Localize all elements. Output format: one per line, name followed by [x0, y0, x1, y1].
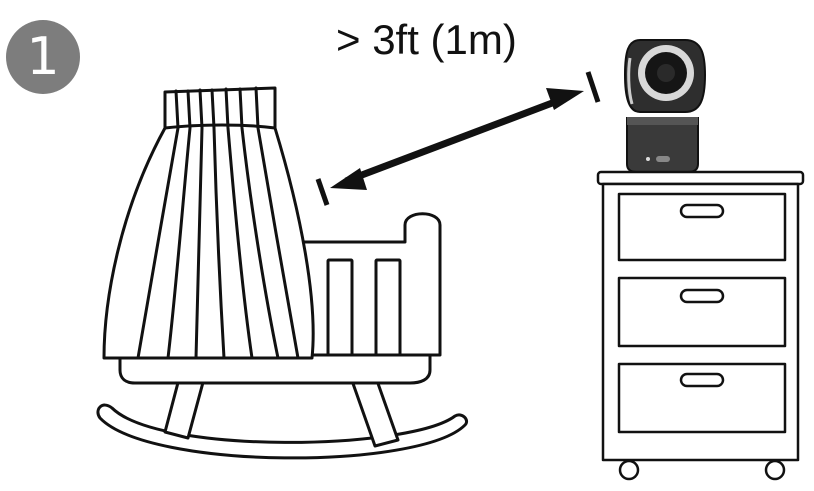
nightstand-wheel-left	[618, 459, 640, 481]
distance-arrow-head-right	[546, 88, 584, 110]
cradle-body	[118, 353, 432, 385]
step-number-badge: 1	[6, 20, 80, 94]
drawer-handle-2	[679, 288, 725, 304]
camera-base	[626, 117, 699, 173]
camera-lens-center	[657, 64, 675, 82]
cradle-rocker	[96, 403, 469, 460]
cradle-canopy	[102, 86, 315, 360]
distance-tick-right	[585, 71, 601, 103]
camera-base-top	[627, 117, 698, 125]
nightstand-wheel-right	[764, 459, 786, 481]
camera-head-highlight	[627, 57, 634, 105]
nightstand-drawer-2	[617, 276, 787, 348]
cradle-bar	[374, 258, 402, 357]
cradle-illustration	[96, 86, 469, 460]
distance-arrow-shaft	[344, 93, 570, 185]
cradle-headboard	[298, 212, 442, 357]
camera-port	[656, 156, 670, 162]
cradle-canopy-pleats	[136, 86, 300, 360]
distance-label: > 3ft (1m)	[336, 16, 517, 63]
cradle-leg-right	[348, 373, 400, 448]
camera-status-led	[646, 157, 650, 161]
nightstand-illustration	[596, 170, 805, 481]
camera-illustration	[623, 39, 707, 173]
distance-tick-left	[315, 178, 330, 206]
cradle-bar	[326, 258, 354, 357]
nightstand-top	[596, 170, 805, 186]
drawer-handle-1	[679, 203, 725, 219]
distance-arrow	[315, 71, 601, 206]
distance-arrow-head-left	[330, 168, 367, 190]
drawer-handle-3	[679, 372, 725, 388]
